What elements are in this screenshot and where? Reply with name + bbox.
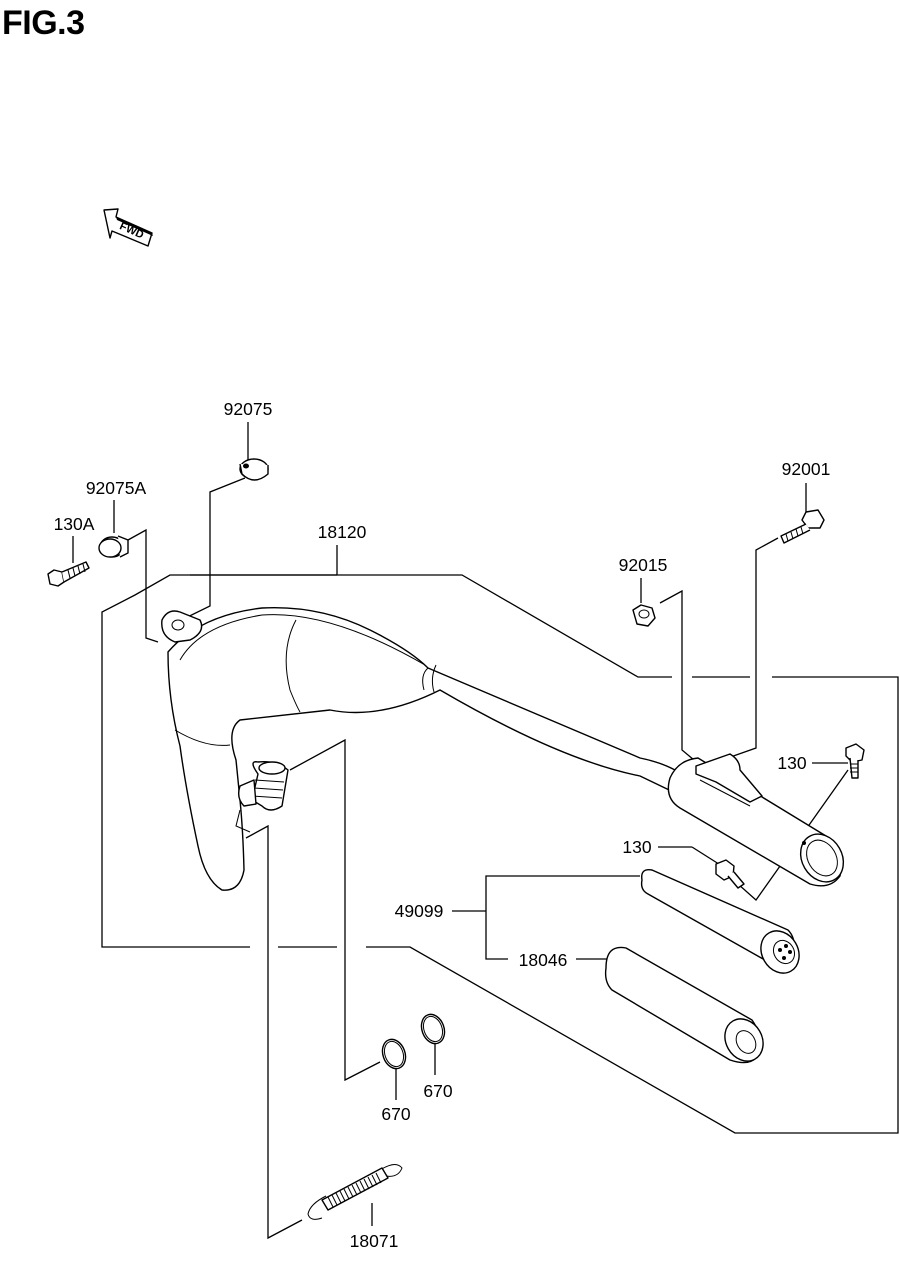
bolt-92001 [780,509,825,544]
part-label-130a: 130A [54,514,95,534]
part-label-92001: 92001 [782,459,831,479]
inner-pipe-49099 [640,869,800,974]
o-ring-670-right [420,1013,446,1045]
fwd-arrow-icon: FWD [103,208,153,247]
part-label-130-upper: 130 [777,753,806,773]
silencer-body [667,753,845,887]
part-label-18120: 18120 [318,522,367,542]
figure-title: FIG.3 [2,4,85,42]
bolt-130-upper [845,743,865,779]
packing-18046 [604,946,764,1064]
part-label-92075: 92075 [224,399,273,419]
part-label-18046: 18046 [519,950,568,970]
bolt-130-lower [715,859,745,889]
part-label-49099: 49099 [395,901,444,921]
bolt-130a [47,561,90,587]
exhaust-pipe-18120 [161,606,691,891]
nut-92015 [632,604,656,627]
part-label-670-left: 670 [381,1104,410,1124]
grommet-92075 [239,458,269,481]
part-label-92075a: 92075A [86,478,147,498]
part-labels: 92075 92075A 130A 18120 92001 92015 130 … [54,399,831,1251]
part-label-92015: 92015 [619,555,668,575]
spring-18071 [307,1164,403,1220]
leader-lines [72,422,899,1240]
o-ring-670-left [381,1038,407,1070]
part-label-130-lower: 130 [622,837,651,857]
damper-92075a [98,535,129,558]
part-label-18071: 18071 [350,1231,399,1251]
part-label-670-right: 670 [423,1081,452,1101]
